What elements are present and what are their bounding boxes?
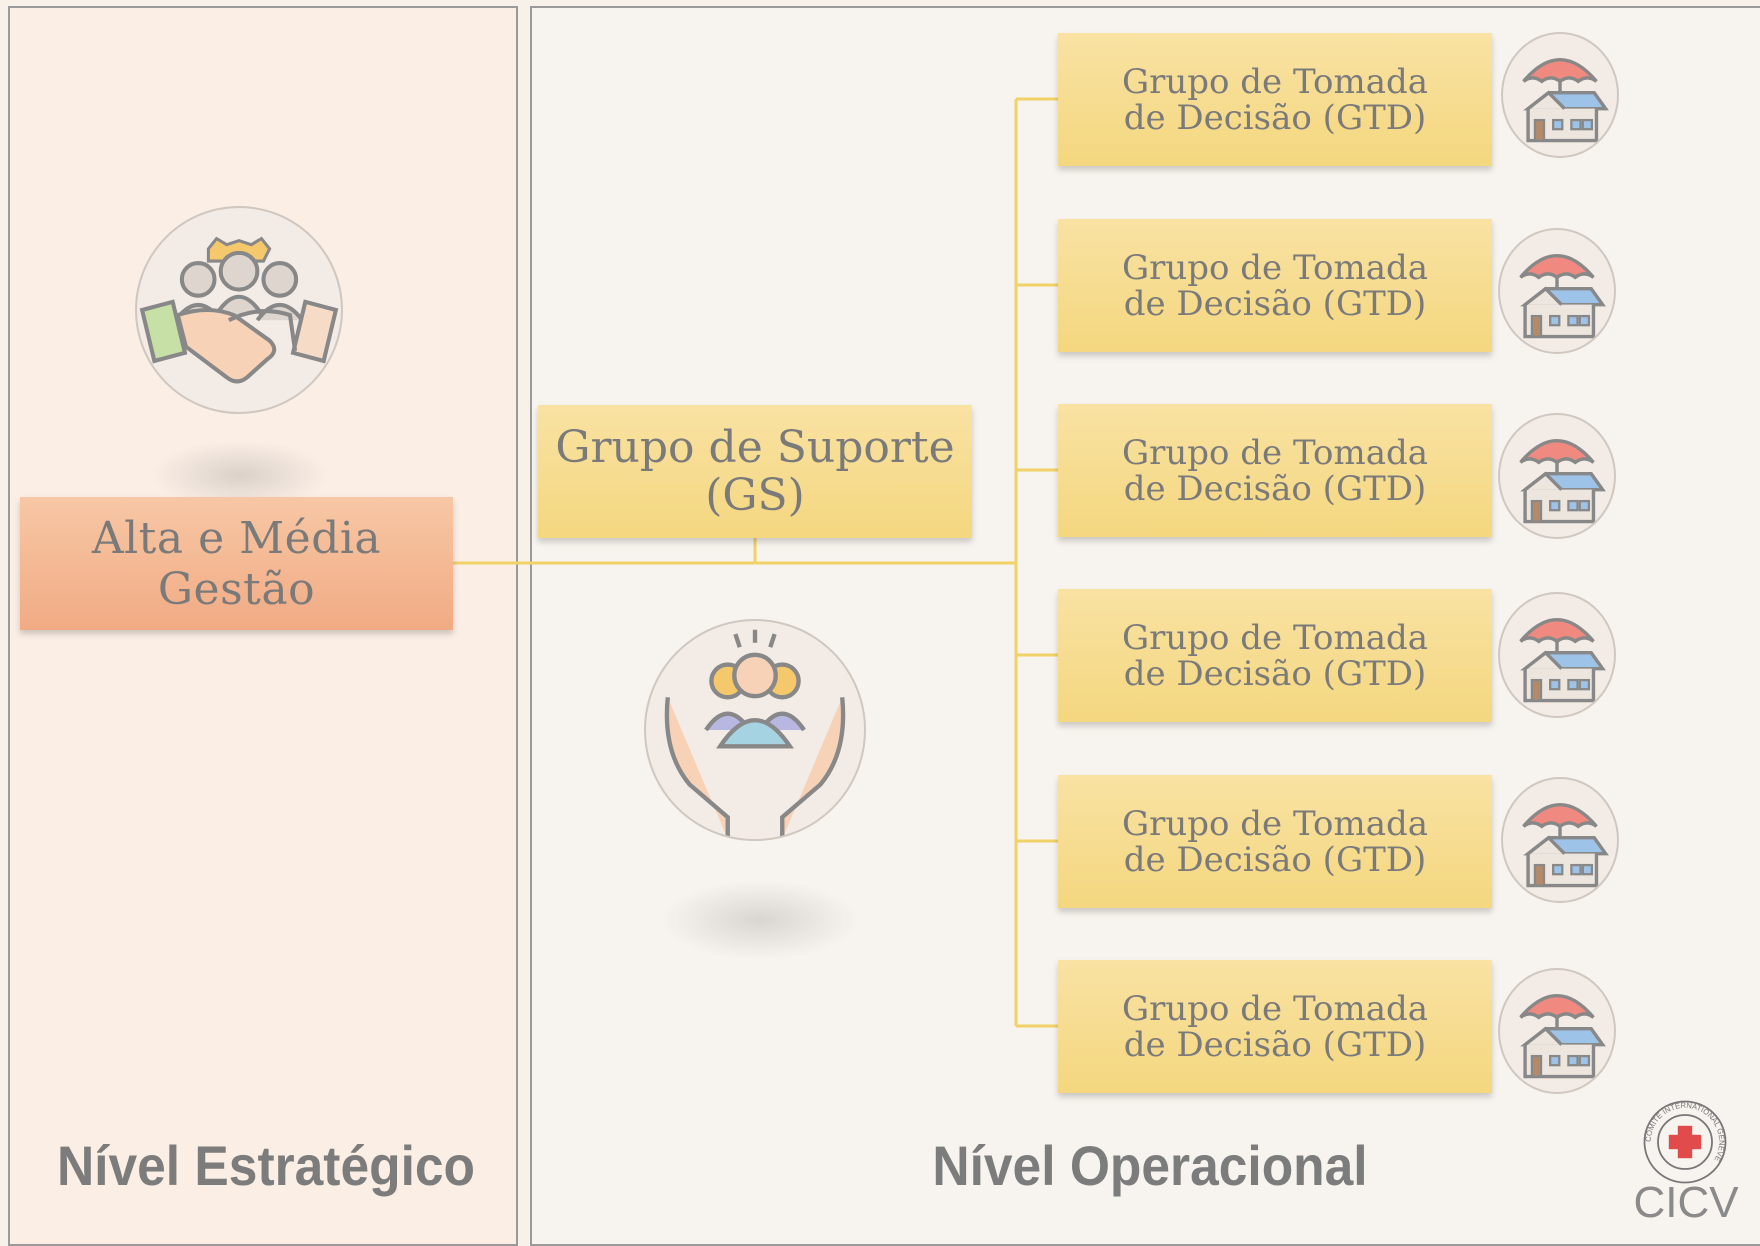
gtd-label: Grupo de Tomada de Decisão (GTD) — [1121, 803, 1429, 880]
umbrella-house-icon — [1501, 777, 1619, 903]
logo-text: CICV — [1633, 1178, 1739, 1227]
umbrella-house-icon — [1498, 968, 1616, 1094]
support-icon-shadow — [660, 880, 860, 960]
umbrella-house-icon — [1498, 228, 1616, 354]
umbrella-house-icon — [1498, 413, 1616, 539]
gtd-box-3: Grupo de Tomada de Decisão (GTD) — [1058, 404, 1492, 537]
gtd-box-5: Grupo de Tomada de Decisão (GTD) — [1058, 775, 1492, 908]
operational-level-title: Nível Operacional — [932, 1134, 1368, 1197]
gtd-label: Grupo de Tomada de Decisão (GTD) — [1121, 61, 1429, 138]
umbrella-house-icon — [1498, 592, 1616, 718]
handshake-team-icon — [135, 206, 343, 414]
gtd-box-6: Grupo de Tomada de Decisão (GTD) — [1058, 960, 1492, 1093]
gtd-label: Grupo de Tomada de Decisão (GTD) — [1121, 988, 1429, 1065]
gtd-label: Grupo de Tomada de Decisão (GTD) — [1121, 432, 1429, 509]
support-group-box: Grupo de Suporte (GS) — [538, 405, 972, 538]
gtd-label: Grupo de Tomada de Decisão (GTD) — [1121, 617, 1429, 694]
red-cross-icon: COMITÉ INTERNATIONAL GENÈVE — [1640, 1097, 1730, 1187]
gtd-box-1: Grupo de Tomada de Decisão (GTD) — [1058, 33, 1492, 166]
gtd-label: Grupo de Tomada de Decisão (GTD) — [1121, 247, 1429, 324]
care-hands-team-icon — [644, 619, 866, 841]
strategic-level-title: Nível Estratégico — [56, 1134, 476, 1197]
management-box-label: Alta e Média Gestão — [91, 512, 382, 615]
gtd-box-2: Grupo de Tomada de Decisão (GTD) — [1058, 219, 1492, 352]
umbrella-house-icon — [1501, 32, 1619, 158]
management-box: Alta e Média Gestão — [20, 497, 453, 630]
gtd-box-4: Grupo de Tomada de Decisão (GTD) — [1058, 589, 1492, 722]
support-group-label: Grupo de Suporte (GS) — [555, 421, 955, 521]
